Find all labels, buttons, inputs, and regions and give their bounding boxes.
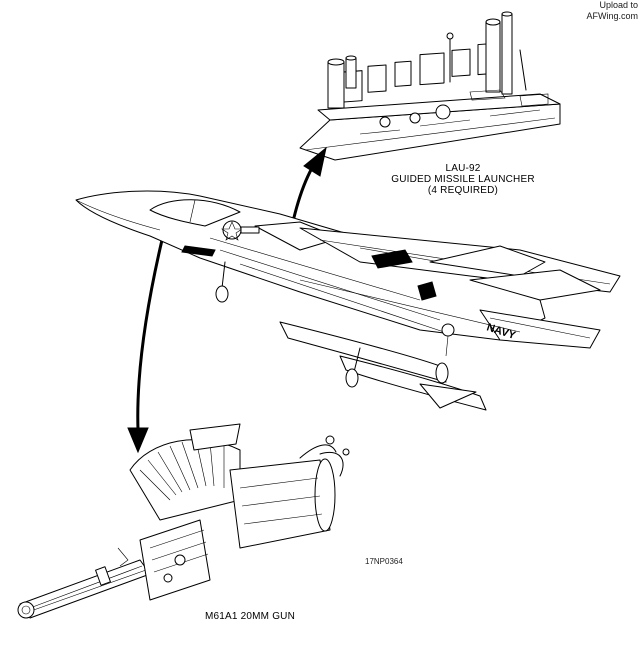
arrow-to-gun [127,238,164,454]
launcher-caption: LAU-92 GUIDED MISSILE LAUNCHER (4 REQUIR… [378,163,548,196]
watermark: Upload to AFWing.com [548,0,638,22]
aircraft-drawing [75,190,621,411]
launcher-caption-line-3: (4 REQUIRED) [427,185,499,196]
watermark-line-1: Upload to [599,0,638,10]
watermark-line-2: AFWing.com [586,11,638,21]
missile-launcher-drawing [299,11,561,161]
launcher-caption-line-2: GUIDED MISSILE LAUNCHER [391,174,535,185]
launcher-caption-line-1: LAU-92 [445,163,481,174]
gun-caption: M61A1 20MM GUN [204,611,296,622]
gun-drawing [17,423,350,619]
figure-code: 17NP0364 [365,557,403,566]
